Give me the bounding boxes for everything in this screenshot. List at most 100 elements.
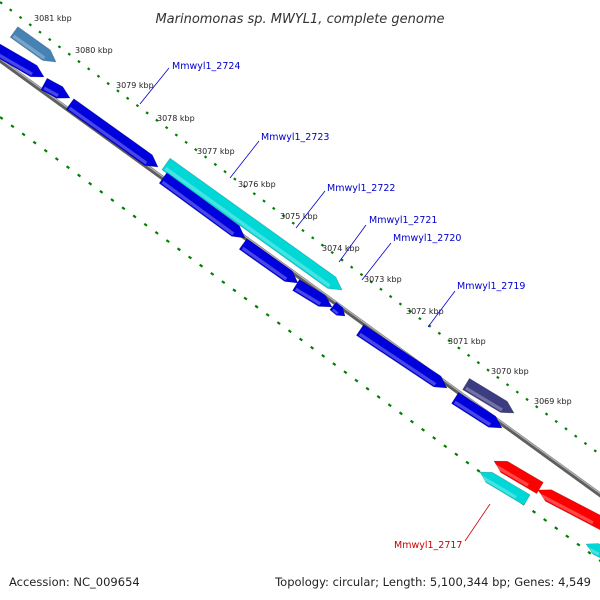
gene-label-mmwyl1-2722[interactable]: Mmwyl1_2722	[327, 183, 395, 194]
scale-tick-mark	[0, 116, 4, 120]
tick-label: 3078 kbp	[157, 114, 195, 123]
scale-tick-mark	[291, 221, 295, 225]
gene-label-mmwyl1-2723[interactable]: Mmwyl1_2723	[261, 132, 329, 143]
scale-tick-mark	[454, 452, 459, 457]
scale-tick-mark	[262, 199, 266, 203]
gene-feature-highlight	[12, 34, 46, 60]
scale-tick-mark	[443, 444, 448, 449]
scale-tick-mark	[155, 118, 159, 122]
scale-tick-mark	[254, 304, 259, 309]
scale-tick-mark	[310, 345, 315, 350]
gene-label-leader	[464, 503, 491, 542]
gene-feature-highlight	[479, 474, 517, 499]
gene-label-leader	[361, 242, 392, 281]
scale-tick-mark	[388, 294, 393, 299]
gene-feature[interactable]	[158, 172, 246, 239]
gene-feature[interactable]	[65, 98, 159, 168]
scale-tick-mark	[576, 542, 581, 547]
scale-tick-mark	[437, 331, 442, 335]
gene-label-mmwyl1-2717[interactable]: Mmwyl1_2717	[394, 540, 462, 551]
scale-tick-mark	[583, 441, 588, 446]
tick-label: 3070 kbp	[491, 367, 529, 376]
scale-tick-mark	[330, 250, 334, 255]
scale-tick-mark	[77, 173, 82, 178]
scale-tick-mark	[272, 206, 276, 211]
scale-tick-mark	[221, 280, 226, 284]
scale-tick-mark	[265, 313, 270, 317]
scale-tick-mark	[281, 214, 286, 218]
gene-feature[interactable]	[493, 460, 544, 495]
scale-tick-mark	[398, 411, 403, 416]
scale-tick-mark	[233, 177, 237, 181]
gene-feature-highlight	[164, 166, 331, 288]
tick-label: 3071 kbp	[448, 337, 486, 346]
gene-feature[interactable]	[0, 42, 45, 78]
scale-tick-mark	[447, 339, 451, 343]
scale-tick-mark	[210, 272, 215, 276]
scale-tick-mark	[531, 509, 537, 514]
scale-tick-mark	[174, 133, 179, 137]
gene-feature[interactable]	[161, 157, 343, 291]
scale-tick-mark	[476, 361, 481, 365]
gene-feature[interactable]	[585, 543, 600, 562]
gene-feature-highlight	[493, 463, 529, 487]
genome-summary-text: Topology: circular; Length: 5,100,344 bp…	[274, 575, 591, 589]
scale-tick-mark	[164, 126, 169, 130]
scale-tick-mark	[376, 395, 381, 399]
scale-tick-mark	[87, 67, 91, 71]
scale-tick-mark	[154, 231, 159, 235]
scale-tick-mark	[432, 436, 437, 440]
gene-label-mmwyl1-2721[interactable]: Mmwyl1_2721	[369, 215, 437, 226]
gene-feature[interactable]	[451, 392, 503, 429]
scale-tick-labels: 3081 kbp 3080 kbp 3079 kbp 3078 kbp 3077…	[34, 14, 572, 406]
gene-feature[interactable]	[462, 377, 515, 414]
scale-dots	[0, 1, 600, 562]
gene-feature[interactable]	[479, 471, 531, 506]
scale-tick-mark	[354, 378, 359, 383]
gene-feature-highlight	[43, 86, 59, 98]
gene-feature[interactable]	[9, 26, 57, 63]
gene-feature-highlight	[294, 287, 322, 306]
scale-tick-mark	[359, 272, 364, 277]
scale-tick-mark	[298, 337, 303, 342]
tick-label: 3075 kbp	[280, 212, 318, 221]
gene-feature[interactable]	[238, 238, 299, 284]
gene-feature-highlight	[453, 400, 492, 427]
scale-tick-mark	[43, 148, 48, 153]
gene-feature-highlight	[537, 492, 594, 525]
gene-label-leader	[295, 190, 326, 229]
gene-label-mmwyl1-2720[interactable]: Mmwyl1_2720	[393, 233, 461, 244]
scale-tick-mark	[418, 317, 422, 321]
scale-tick-mark	[67, 52, 71, 56]
gene-feature-highlight	[68, 106, 148, 165]
scale-tick-mark	[421, 427, 426, 432]
scale-tick-mark	[99, 189, 104, 194]
scale-tick-mark	[125, 96, 130, 100]
gene-feature[interactable]	[329, 301, 346, 317]
scale-tick-mark	[465, 460, 470, 465]
gene-feature-highlight	[465, 386, 503, 412]
gene-label-leader	[139, 67, 170, 105]
gene-feature[interactable]	[355, 324, 448, 389]
gene-label-leader	[427, 290, 456, 328]
scale-tick-mark	[135, 103, 140, 108]
gene-feature[interactable]	[292, 279, 333, 308]
scale-tick-mark	[21, 132, 26, 137]
tick-label: 3072 kbp	[406, 307, 444, 316]
scale-tick-mark	[408, 309, 412, 313]
scale-tick-mark	[476, 468, 481, 473]
tick-label: 3077 kbp	[197, 147, 235, 156]
scale-tick-mark	[116, 89, 120, 93]
gene-label-mmwyl1-2724[interactable]: Mmwyl1_2724	[172, 61, 240, 72]
scale-tick-mark	[252, 192, 256, 196]
gene-feature[interactable]	[537, 489, 600, 531]
scale-tick-mark	[332, 362, 337, 366]
tick-label: 3076 kbp	[238, 180, 276, 189]
scale-tick-mark	[525, 397, 529, 402]
tick-label: 3079 kbp	[116, 81, 154, 90]
gene-feature[interactable]	[40, 77, 71, 99]
scale-tick-mark	[32, 140, 37, 145]
gene-label-mmwyl1-2719[interactable]: Mmwyl1_2719	[457, 281, 525, 292]
scale-tick-mark	[65, 165, 70, 170]
scale-tick-mark	[77, 59, 81, 64]
